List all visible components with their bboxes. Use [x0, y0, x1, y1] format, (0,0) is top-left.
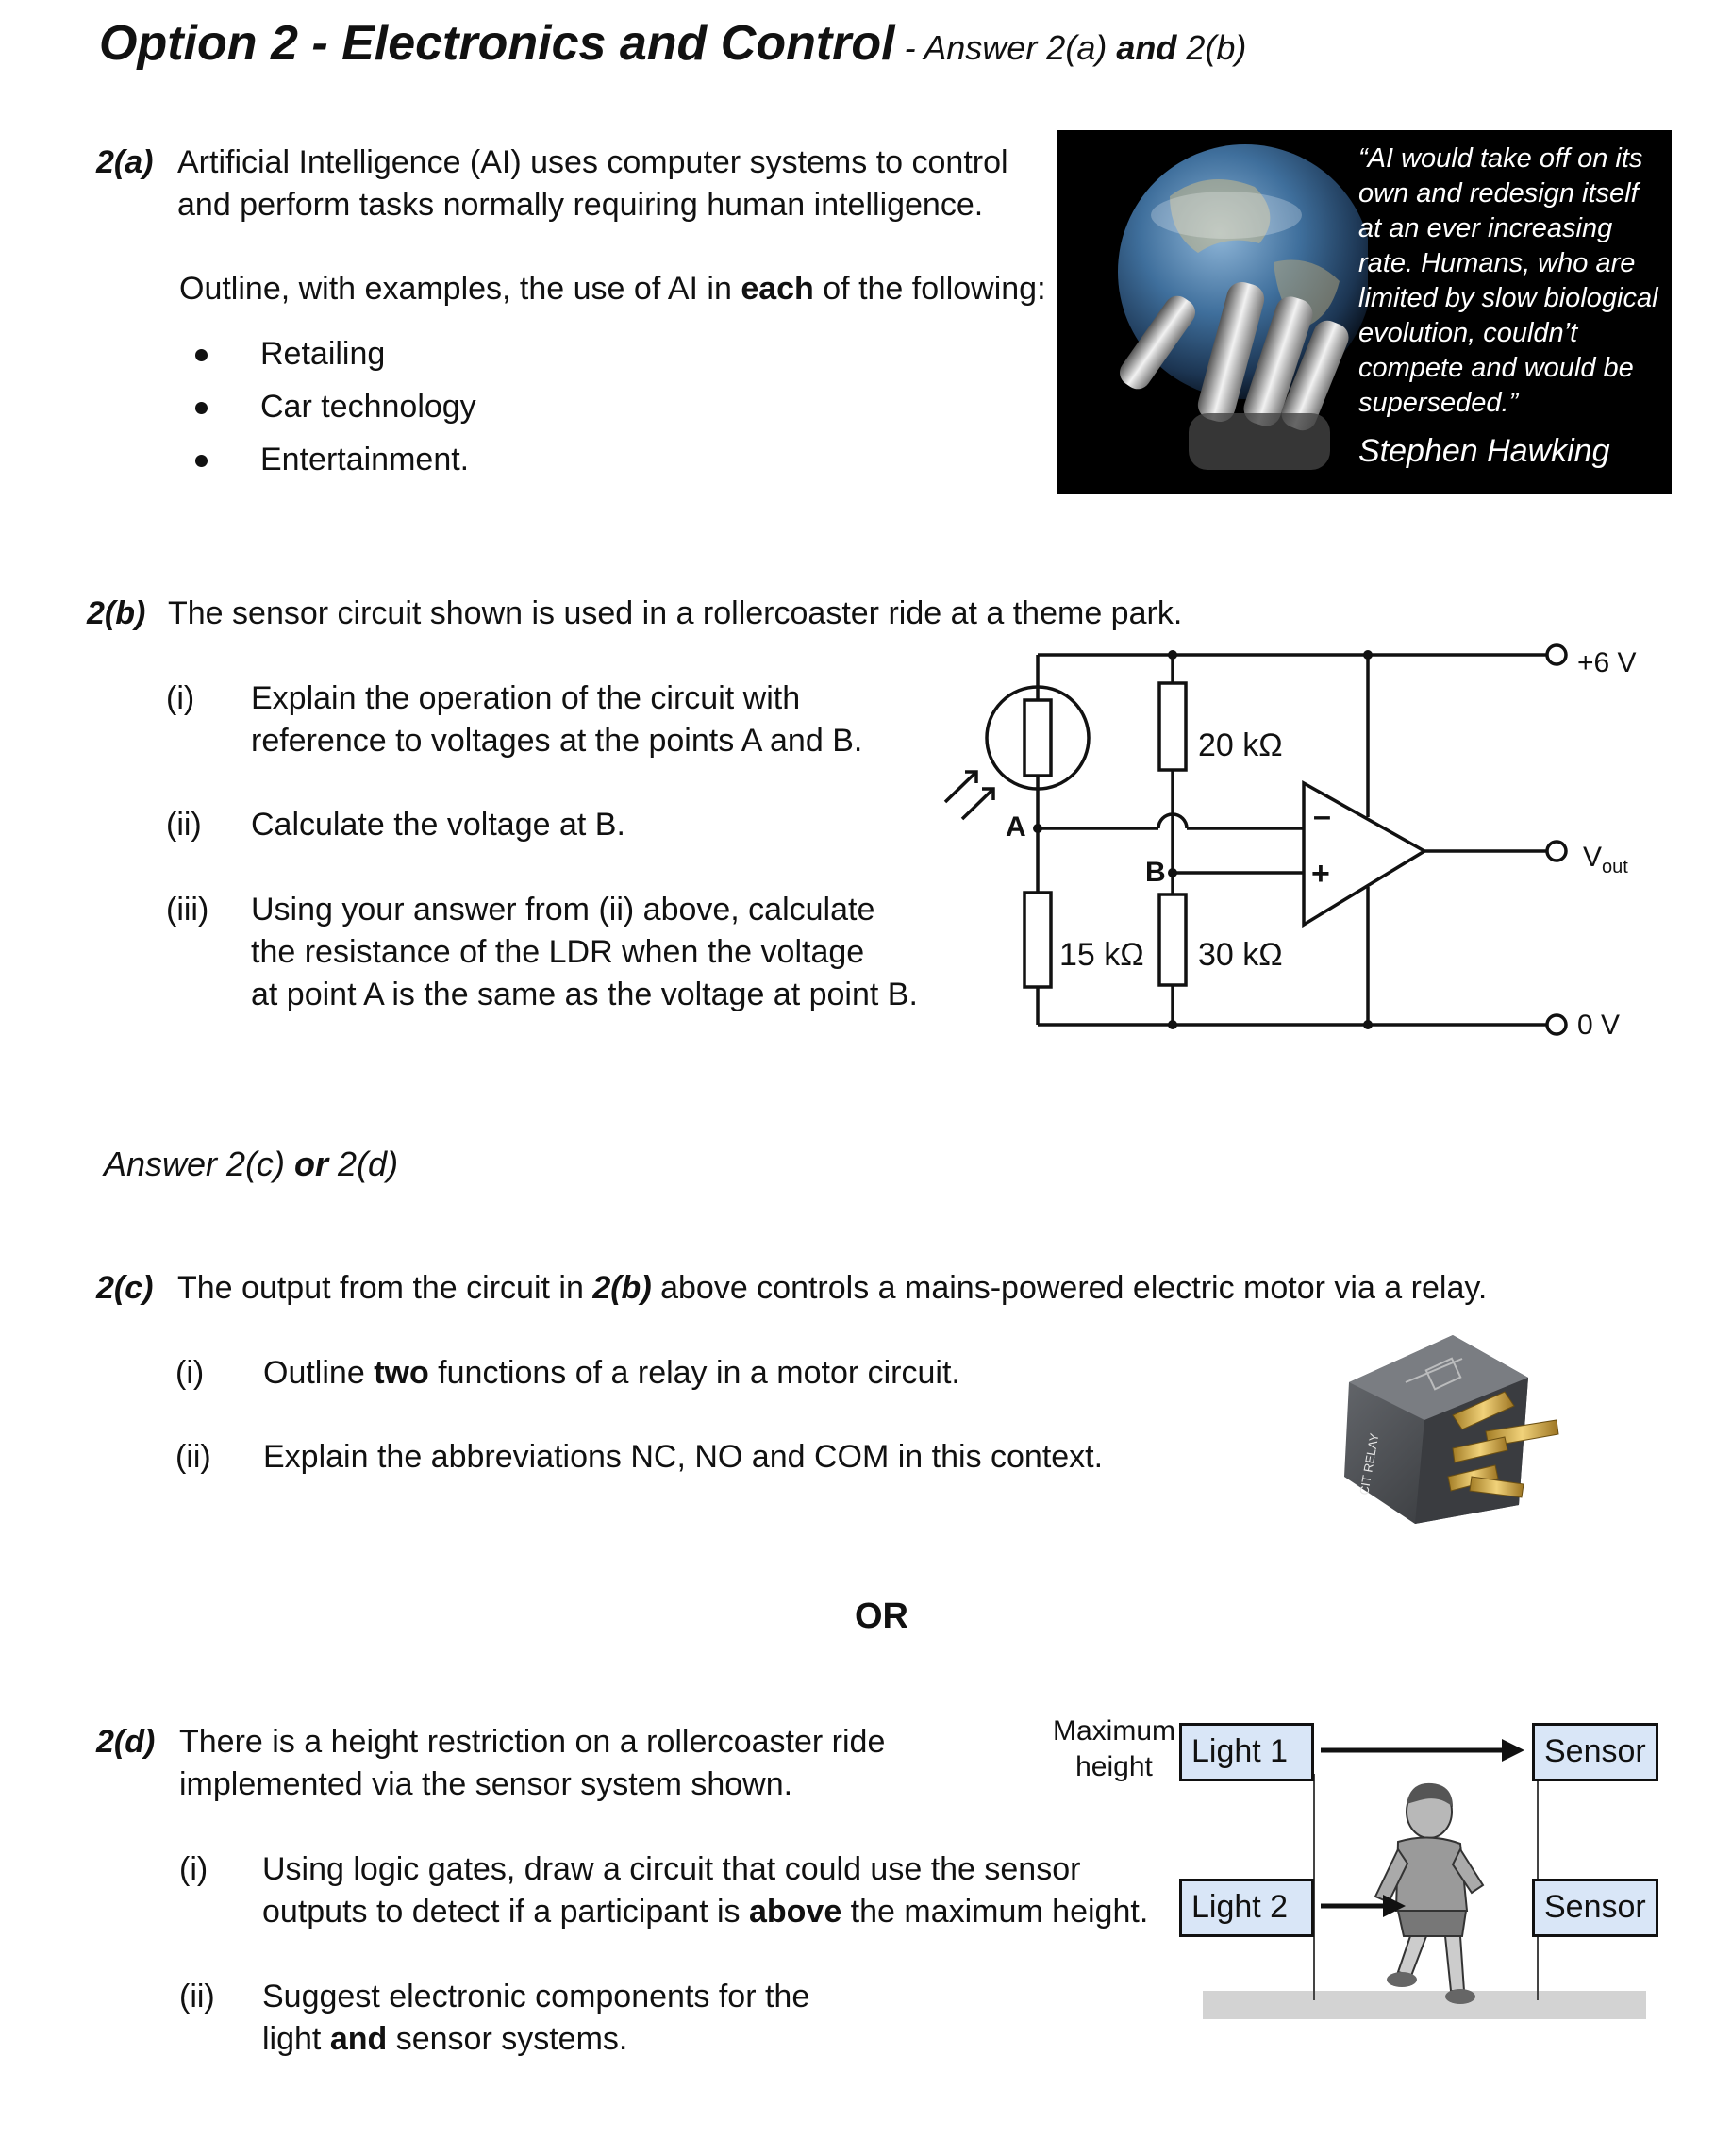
earth-robot-hand-icon	[1118, 144, 1368, 470]
relay-icon: CIT RELAY	[1344, 1335, 1559, 1524]
resistor-15k-label: 15 kΩ	[1059, 937, 1144, 973]
question-2c-part-i-text: Outline two functions of a relay in a mo…	[263, 1355, 960, 1391]
question-2b-part-i-line-2: reference to voltages at the points A an…	[251, 723, 863, 759]
question-2b-part-iii-line-1: Using your answer from (ii) above, calcu…	[251, 892, 875, 928]
point-a-label: A	[1006, 811, 1026, 843]
hawking-quote: “AI would take off on its own and redesi…	[1358, 143, 1658, 418]
opamp-plus-label: +	[1311, 856, 1330, 892]
question-2b-part-ii-label: (ii)	[166, 807, 202, 843]
sensor-1-box: Sensor	[1532, 1723, 1658, 1781]
light-1-box: Light 1	[1179, 1723, 1314, 1781]
question-2b-part-ii-line-1: Calculate the voltage at B.	[251, 807, 625, 843]
bullet-item-retailing: Retailing	[260, 336, 386, 372]
question-2d-part-i-line-1: Using logic gates, draw a circuit that c…	[262, 1851, 1081, 1887]
question-2c-part-ii-text: Explain the abbreviations NC, NO and COM…	[263, 1439, 1104, 1475]
page-title: Option 2 - Electronics and Control - Ans…	[99, 16, 1247, 71]
resistor-30k-label: 30 kΩ	[1198, 937, 1283, 973]
question-2d-part-ii-line-2: light and sensor systems.	[262, 2021, 628, 2057]
ai-quote-image: “AI would take off on its own and redesi…	[1057, 130, 1672, 494]
quote-author: Stephen Hawking	[1358, 433, 1610, 469]
question-2b-part-iii-line-3: at point A is the same as the voltage at…	[251, 977, 918, 1012]
question-2a-number: 2(a)	[96, 144, 154, 180]
light-2-box: Light 2	[1179, 1879, 1314, 1937]
question-2b-part-iii-line-2: the resistance of the LDR when the volta…	[251, 934, 865, 970]
question-2d-part-ii-line-1: Suggest electronic components for the	[262, 1979, 810, 2014]
max-height-label: Maximum height	[1053, 1715, 1176, 1782]
point-b-label: B	[1145, 857, 1166, 888]
question-2d-number: 2(d)	[96, 1724, 156, 1760]
question-2b-intro: The sensor circuit shown is used in a ro…	[168, 595, 1183, 631]
question-2d-line-1: There is a height restriction on a rolle…	[179, 1724, 886, 1760]
question-2a-line-1: Artificial Intelligence (AI) uses comput…	[177, 144, 1008, 180]
question-2b-part-iii-label: (iii)	[166, 892, 209, 928]
ground-voltage-label: 0 V	[1577, 1010, 1621, 1041]
supply-voltage-label: +6 V	[1577, 647, 1637, 678]
question-2c-part-i-label: (i)	[175, 1355, 205, 1391]
question-2a-outline: Outline, with examples, the use of AI in…	[179, 271, 1046, 307]
answer-2c-or-2d-heading: Answer 2(c) or 2(d)	[104, 1145, 399, 1183]
bullet-dot	[195, 349, 208, 361]
question-2d-line-2: implemented via the sensor system shown.	[179, 1766, 793, 1802]
child-figure-icon	[1374, 1782, 1485, 2004]
or-separator: OR	[855, 1596, 908, 1636]
question-2c-part-ii-label: (ii)	[175, 1439, 211, 1475]
resistor-20k-label: 20 kΩ	[1198, 727, 1283, 763]
sensor-circuit-diagram	[943, 643, 1568, 1036]
question-2b-part-i-label: (i)	[166, 680, 195, 716]
question-2d-part-i-label: (i)	[179, 1851, 208, 1887]
question-2c-number: 2(c)	[96, 1270, 154, 1306]
question-2b-part-i-line-1: Explain the operation of the circuit wit…	[251, 680, 801, 716]
height-sensor-diagram	[1203, 1739, 1646, 2019]
question-2d-part-ii-label: (ii)	[179, 1979, 215, 2014]
question-2b-number: 2(b)	[87, 595, 146, 631]
vout-label: Vout	[1583, 842, 1628, 877]
bullet-item-car-technology: Car technology	[260, 389, 476, 425]
bullet-item-entertainment: Entertainment.	[260, 442, 470, 477]
question-2d-part-i-line-2: outputs to detect if a participant is ab…	[262, 1894, 1149, 1930]
bullet-dot	[195, 455, 208, 467]
opamp-minus-label: –	[1313, 798, 1331, 834]
question-2a-line-2: and perform tasks normally requiring hum…	[177, 187, 984, 223]
bullet-dot	[195, 402, 208, 414]
sensor-2-box: Sensor	[1532, 1879, 1658, 1937]
question-2c-line: The output from the circuit in 2(b) abov…	[177, 1270, 1488, 1306]
